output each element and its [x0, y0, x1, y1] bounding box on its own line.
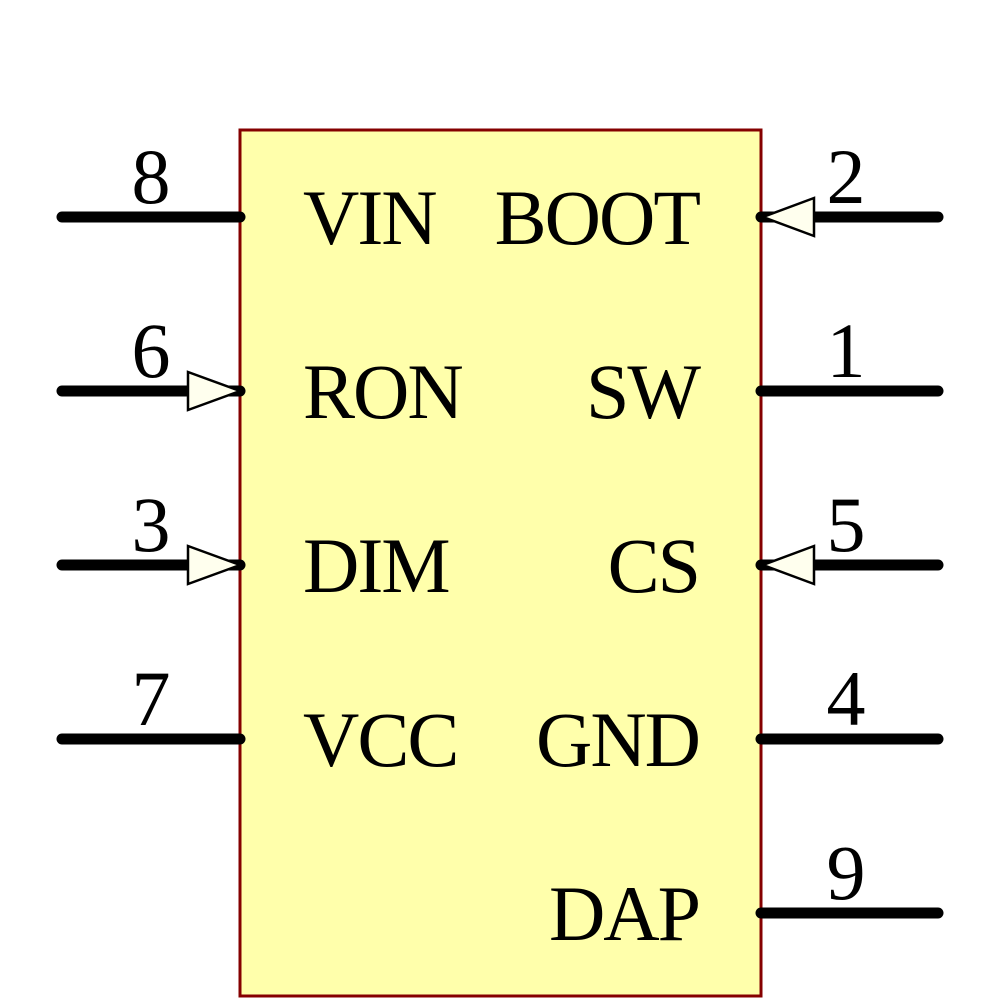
pin-number: 2	[827, 133, 866, 220]
pin-dim[interactable]: 3 DIM	[56, 481, 451, 609]
pin-number: 8	[132, 133, 171, 220]
pin-label: VCC	[303, 696, 457, 783]
ic-body[interactable]	[238, 128, 763, 998]
input-direction-arrow-icon	[759, 544, 816, 586]
pin-cs[interactable]: 5 CS	[608, 481, 944, 609]
pin-number: 3	[132, 481, 171, 568]
input-direction-arrow-icon	[186, 370, 244, 412]
pin-number: 5	[827, 481, 866, 568]
pin-label: DAP	[549, 870, 699, 957]
pin-boot[interactable]: 2 BOOT	[495, 133, 944, 261]
pin-label: DIM	[303, 522, 449, 609]
pin-label: GND	[536, 696, 699, 783]
pin-label: RON	[303, 348, 462, 435]
pin-label: SW	[586, 348, 701, 435]
input-direction-arrow-icon	[186, 544, 244, 586]
pin-label: BOOT	[495, 174, 701, 261]
pin-number: 6	[132, 307, 171, 394]
pin-number: 7	[132, 655, 171, 742]
pin-label: VIN	[303, 174, 436, 261]
input-direction-arrow-icon	[759, 196, 816, 238]
pin-ron[interactable]: 6 RON	[56, 307, 464, 435]
pin-dap[interactable]: 9 DAP	[549, 829, 944, 957]
pin-number: 4	[827, 655, 866, 742]
pin-vin[interactable]: 8 VIN	[56, 133, 438, 261]
pin-label: CS	[608, 522, 699, 609]
pin-number: 1	[827, 307, 866, 394]
pin-vcc[interactable]: 7 VCC	[56, 655, 459, 783]
pin-number: 9	[827, 829, 866, 916]
pin-gnd[interactable]: 4 GND	[536, 655, 944, 783]
pin-sw[interactable]: 1 SW	[586, 307, 944, 435]
